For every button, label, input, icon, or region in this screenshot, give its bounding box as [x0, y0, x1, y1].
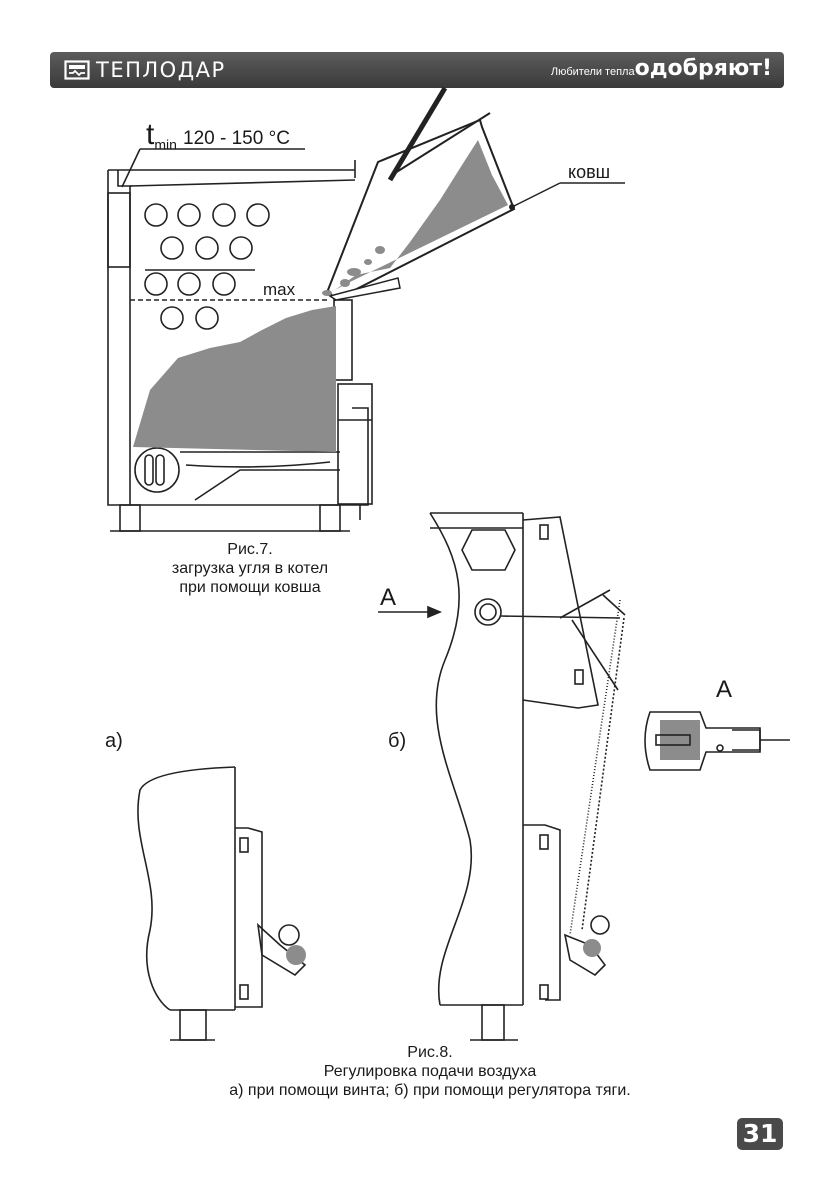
fig8-caption-line2: Регулировка подачи воздуха: [323, 1063, 537, 1080]
fig7-caption-line3: при помощи ковша: [179, 579, 321, 596]
detail-a-label: А: [716, 676, 733, 703]
slogan: Любители теплаодобряют!: [551, 56, 772, 81]
temp-range: 120 - 150 °C: [183, 128, 290, 149]
fig7-caption-line2: загрузка угля в котел: [171, 560, 329, 577]
fig8-caption-line3: а) при помощи винта; б) при помощи регул…: [229, 1082, 631, 1099]
temp-label: tmin 120 - 150 °C: [146, 118, 290, 152]
bucket-label: ковш: [568, 162, 611, 182]
boiler-tubes: [144, 203, 270, 330]
fig7-caption-title: Рис.7.: [227, 541, 273, 558]
bucket: [322, 86, 625, 302]
label-a: а): [105, 730, 123, 752]
page-number: 31: [737, 1118, 783, 1150]
fig8-caption-title: Рис.8.: [407, 1044, 453, 1061]
figure7-caption: Рис.7. загрузка угля в котел при помощи …: [100, 540, 400, 597]
brand-name: ТЕПЛОДАР: [96, 58, 226, 82]
figure8-caption: Рис.8. Регулировка подачи воздуха а) при…: [150, 1043, 710, 1100]
arrow-a-label: А: [380, 584, 397, 611]
boiler-body: [107, 170, 369, 506]
slogan-small: Любители тепла: [550, 66, 635, 78]
label-b: б): [388, 730, 407, 752]
brand-logo: ТЕПЛОДАР: [64, 58, 226, 82]
slogan-big: одобряют!: [634, 56, 772, 81]
temp-t: t: [146, 118, 155, 151]
temp-leader-line: [121, 148, 141, 188]
temp-sub: min: [154, 136, 177, 153]
max-label: max: [263, 280, 296, 299]
boiler-b-nut: [461, 529, 516, 571]
coal-fill: [133, 306, 336, 452]
logo-icon: [64, 60, 90, 80]
boiler-b-wavy-edge: [429, 512, 473, 1006]
header-bar: ТЕПЛОДАР Любители теплаодобряют!: [50, 52, 784, 88]
